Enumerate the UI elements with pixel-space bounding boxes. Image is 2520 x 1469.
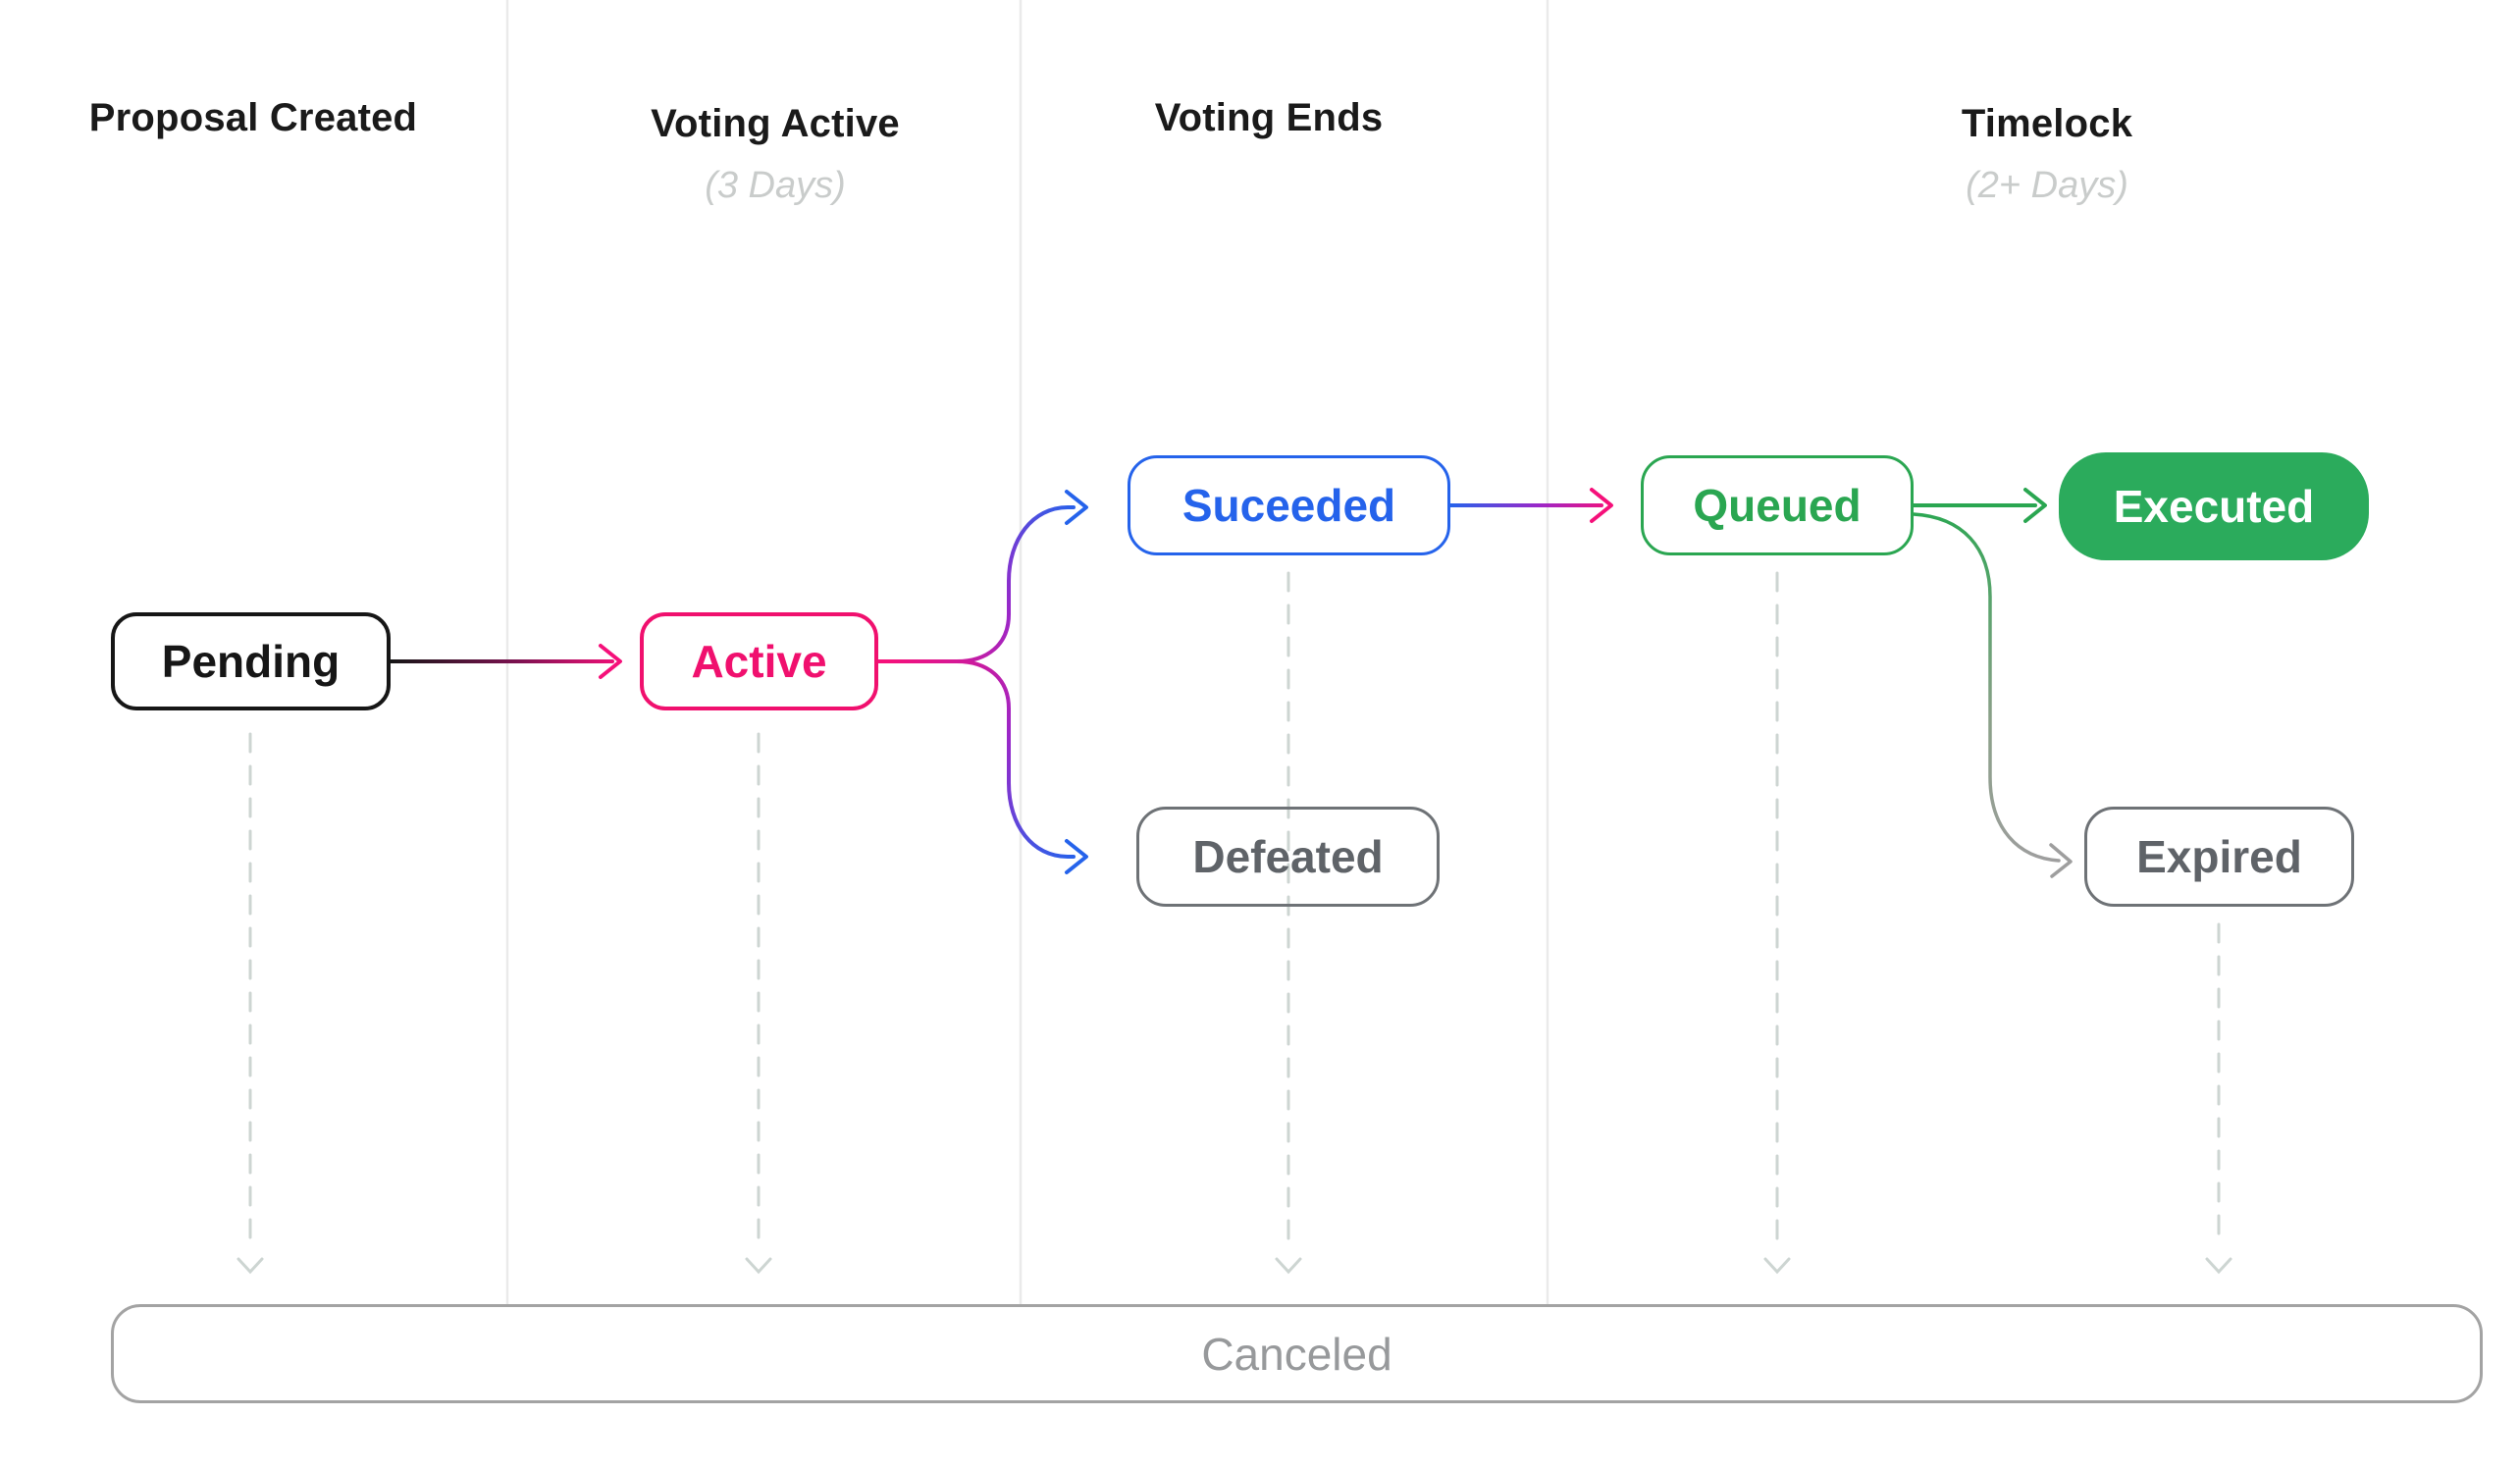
edge-active-defeated	[876, 659, 1088, 874]
column-header-voting-ends: Voting Ends	[1154, 96, 1384, 139]
state-node-defeated: Defeated	[1136, 807, 1440, 907]
state-node-queued: Queued	[1641, 455, 1914, 555]
cancel-dashed-lines	[236, 571, 2232, 1275]
column-header-proposal-created: Proposal Created	[88, 96, 418, 139]
right-arrowhead-icon	[599, 644, 622, 679]
right-arrowhead-icon	[1065, 490, 1088, 525]
state-node-canceled: Canceled	[111, 1304, 2483, 1403]
column-subheader-voting-active-duration: (3 Days)	[705, 165, 846, 206]
edge-active-suceeded	[876, 490, 1088, 663]
edge-queued-expired	[1912, 512, 2073, 878]
down-arrowhead-icons	[236, 1257, 2232, 1275]
state-node-executed: Executed	[2059, 452, 2369, 560]
column-header-timelock: Timelock	[1961, 102, 2133, 145]
state-node-expired: Expired	[2084, 807, 2354, 907]
edge-suceeded-queued	[1448, 488, 1613, 523]
column-header-voting-active: Voting Active	[651, 102, 900, 145]
column-separators	[505, 0, 1549, 1304]
state-node-pending: Pending	[111, 612, 391, 710]
edge-queued-executed	[1912, 488, 2047, 523]
state-node-suceeded: Suceeded	[1128, 455, 1450, 555]
right-arrowhead-icon	[2023, 488, 2047, 523]
right-arrowhead-icon	[1590, 488, 1613, 523]
right-arrowhead-icon	[2049, 843, 2073, 878]
right-arrowhead-icon	[1065, 839, 1088, 874]
edge-pending-active	[389, 644, 622, 679]
column-subheader-timelock-duration: (2+ Days)	[1966, 165, 2128, 206]
state-node-active: Active	[640, 612, 878, 710]
